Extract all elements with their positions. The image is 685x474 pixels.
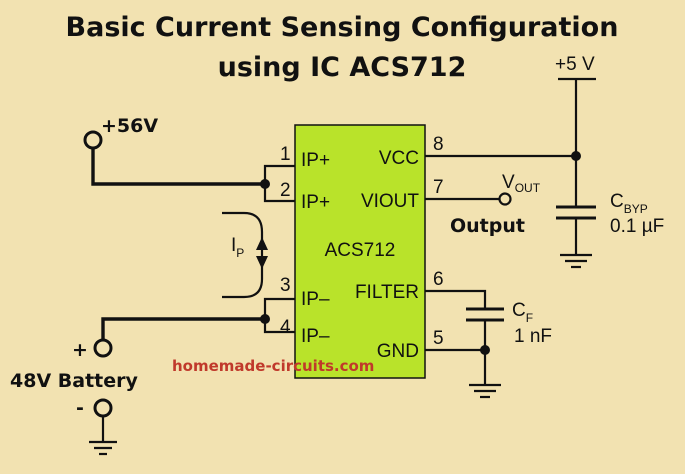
vout-label: VOUT bbox=[502, 172, 541, 195]
current-path-indicator bbox=[222, 211, 268, 299]
pin2-label: IP+ bbox=[301, 192, 330, 213]
current-label: IP bbox=[231, 235, 244, 260]
output-terminal bbox=[498, 192, 512, 206]
cbyp-value: 0.1 µF bbox=[610, 216, 664, 237]
pin5-number: 5 bbox=[433, 328, 444, 349]
chip-name: ACS712 bbox=[325, 240, 396, 261]
pin8-label: VCC bbox=[379, 148, 419, 169]
battery-junction-dot bbox=[260, 314, 270, 324]
pin4-number: 4 bbox=[280, 317, 291, 338]
pin2-number: 2 bbox=[280, 180, 291, 201]
pin6-number: 6 bbox=[433, 269, 444, 290]
pin4-label: IP– bbox=[301, 326, 330, 347]
pin7-label: VIOUT bbox=[361, 191, 419, 212]
title-line-1: Basic Current Sensing Configuration bbox=[66, 12, 619, 43]
cf-value: 1 nF bbox=[514, 326, 552, 347]
cf-capacitor-icon bbox=[466, 307, 504, 322]
battery-minus-sign: - bbox=[76, 397, 84, 419]
battery-plus-sign: + bbox=[72, 339, 88, 361]
input-junction-dot bbox=[260, 179, 270, 189]
battery-negative-terminal bbox=[93, 398, 113, 418]
input-wire bbox=[91, 148, 265, 186]
acs712-chip-body bbox=[294, 124, 426, 379]
battery-label: 48V Battery bbox=[10, 370, 138, 392]
pin1-label: IP+ bbox=[301, 150, 330, 171]
vcc-junction-dot bbox=[571, 151, 581, 161]
pin1-number: 1 bbox=[280, 144, 291, 165]
battery-positive-wire bbox=[101, 317, 265, 340]
input-terminal bbox=[83, 130, 103, 150]
cbyp-ground-icon bbox=[560, 253, 592, 269]
filter-wire bbox=[425, 289, 487, 309]
output-label: Output bbox=[450, 215, 525, 237]
battery-positive-terminal bbox=[93, 338, 113, 358]
pin5-label: GND bbox=[377, 341, 419, 362]
pin3-number: 3 bbox=[280, 275, 291, 296]
cbyp-label: CBYP bbox=[610, 191, 648, 216]
pin3-label: IP– bbox=[301, 289, 330, 310]
title-line-2: using IC ACS712 bbox=[218, 52, 467, 83]
pin7-number: 7 bbox=[433, 177, 444, 198]
supply-label: +5 V bbox=[555, 54, 595, 75]
watermark: homemade-circuits.com bbox=[172, 357, 374, 375]
chip-ground-icon bbox=[469, 383, 501, 399]
gnd-junction-dot bbox=[480, 345, 490, 355]
battery-ground-icon bbox=[89, 440, 117, 456]
cbyp-capacitor-icon bbox=[556, 205, 596, 220]
cf-label: CF bbox=[512, 300, 533, 325]
pin6-label: FILTER bbox=[355, 282, 419, 303]
pin8-number: 8 bbox=[433, 134, 444, 155]
input-voltage-label: +56V bbox=[101, 115, 158, 137]
